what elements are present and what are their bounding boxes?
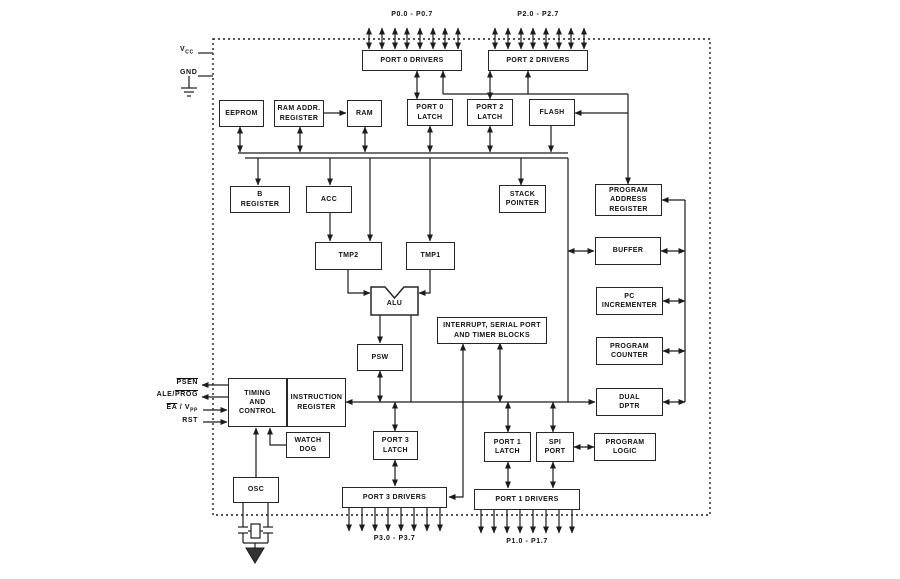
pin-label-port3: P3.0 - P3.7 bbox=[373, 535, 416, 542]
psen-label: PSEN bbox=[176, 379, 198, 386]
block-ram-addr-register: RAM ADDR. REGISTER bbox=[274, 100, 324, 127]
block-port0-drivers: PORT 0 DRIVERS bbox=[362, 50, 462, 71]
pin-label-port1: P1.0 - P1.7 bbox=[506, 538, 548, 545]
block-b-register: B REGISTER bbox=[230, 186, 290, 213]
block-port2-drivers: PORT 2 DRIVERS bbox=[488, 50, 588, 71]
block-port1-drivers: PORT 1 DRIVERS bbox=[474, 489, 580, 510]
rst-label: RST bbox=[182, 417, 198, 424]
block-acc: ACC bbox=[306, 186, 352, 213]
gnd-label: GND bbox=[180, 69, 198, 76]
block-port2-latch: PORT 2 LATCH bbox=[467, 99, 513, 126]
block-watchdog: WATCH DOG bbox=[286, 432, 330, 458]
ground-symbol bbox=[245, 547, 265, 564]
block-tmp2: TMP2 bbox=[315, 242, 382, 270]
block-port0-latch: PORT 0 LATCH bbox=[407, 99, 453, 126]
ea-vpp-label: EA / VPP bbox=[166, 404, 198, 414]
vcc-label: VCC bbox=[180, 46, 194, 56]
block-interrupt-serial-timer: INTERRUPT, SERIAL PORT AND TIMER BLOCKS bbox=[437, 317, 547, 344]
block-timing-and-control: TIMING AND CONTROL bbox=[228, 378, 287, 427]
block-port1-latch: PORT 1 LATCH bbox=[484, 432, 531, 462]
block-buffer: BUFFER bbox=[595, 237, 661, 265]
block-instruction-register: INSTRUCTION REGISTER bbox=[287, 378, 346, 427]
block-program-address-register: PROGRAM ADDRESS REGISTER bbox=[595, 184, 662, 216]
chip-boundary bbox=[212, 38, 711, 516]
block-port3-drivers: PORT 3 DRIVERS bbox=[342, 487, 447, 508]
block-alu: ALU bbox=[386, 300, 403, 308]
block-ram: RAM bbox=[347, 100, 382, 127]
block-eeprom: EEPROM bbox=[219, 100, 264, 127]
block-flash: FLASH bbox=[529, 99, 575, 126]
block-dual-dptr: DUAL DPTR bbox=[596, 388, 663, 416]
block-port3-latch: PORT 3 LATCH bbox=[373, 431, 418, 460]
pin-label-port2: P2.0 - P2.7 bbox=[517, 11, 559, 18]
block-stack-pointer: STACK POINTER bbox=[499, 185, 546, 213]
block-spi-port: SPI PORT bbox=[536, 432, 574, 462]
ale-prog-label: ALE/PROG bbox=[156, 391, 198, 398]
block-psw: PSW bbox=[357, 344, 403, 371]
block-alu-shape bbox=[370, 286, 419, 316]
block-osc: OSC bbox=[233, 477, 279, 503]
block-pc-incrementer: PC INCREMENTER bbox=[596, 287, 663, 315]
pin-label-port0: P0.0 - P0.7 bbox=[391, 11, 433, 18]
block-program-logic: PROGRAM LOGIC bbox=[594, 433, 656, 461]
block-tmp1: TMP1 bbox=[406, 242, 455, 270]
block-program-counter: PROGRAM COUNTER bbox=[596, 337, 663, 365]
